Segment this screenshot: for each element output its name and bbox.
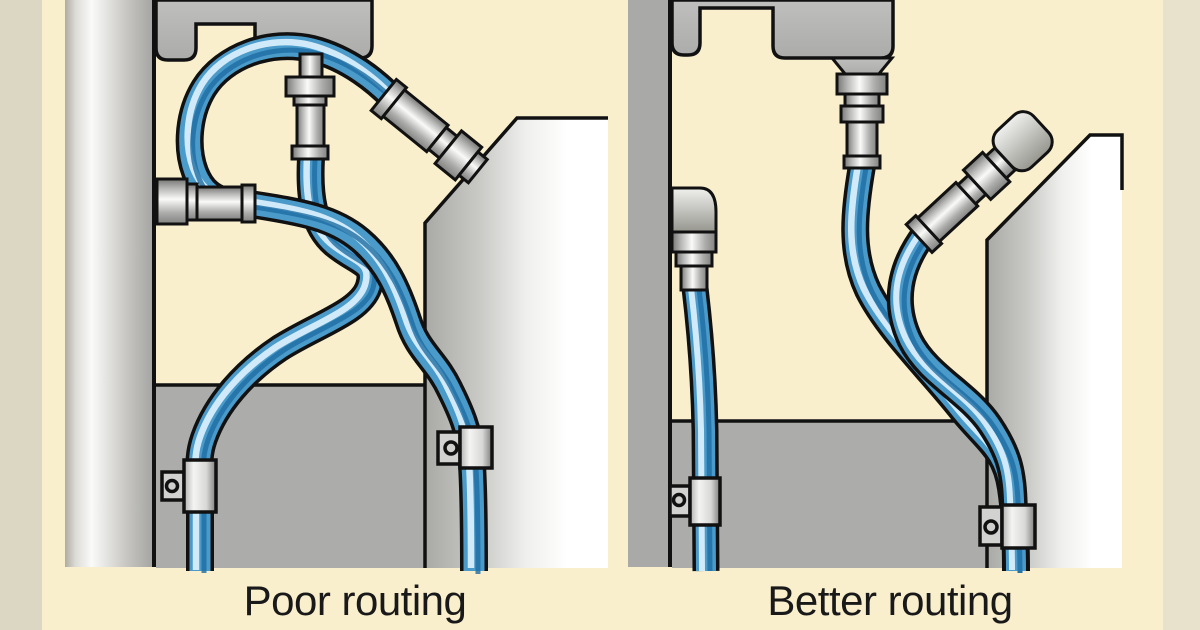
- straight-fitting-top: [835, 72, 889, 170]
- caption-better-routing: Better routing: [767, 577, 1012, 624]
- hose-loop: [175, 32, 409, 218]
- diagonal-fitting: [369, 77, 490, 185]
- hose-clamp-left: [160, 458, 218, 514]
- side-port-fitting: [155, 177, 257, 226]
- hose-clamp-right: [436, 425, 494, 470]
- panel-better-routing: [628, 0, 1124, 574]
- hose-straight-drop: [681, 286, 720, 572]
- caption-poor-routing: Poor routing: [244, 577, 467, 624]
- hose-left-drop: [185, 156, 385, 573]
- elbow-fitting-wedge: [904, 110, 1054, 255]
- machine-base: [672, 421, 987, 568]
- straight-fitting-top: [284, 52, 336, 161]
- left-margin-strip: [0, 0, 42, 630]
- right-margin-strip: [1163, 0, 1200, 630]
- panel-poor-routing: [65, 0, 608, 575]
- manifold-block: [670, 0, 895, 60]
- machine-wall: [65, 0, 154, 567]
- hose-clamp-left: [668, 476, 722, 527]
- machine-wall: [628, 0, 668, 567]
- hose-clamp-right: [978, 503, 1037, 550]
- elbow-fitting-wall: [670, 186, 718, 292]
- support-wedge-outline: [985, 133, 1124, 568]
